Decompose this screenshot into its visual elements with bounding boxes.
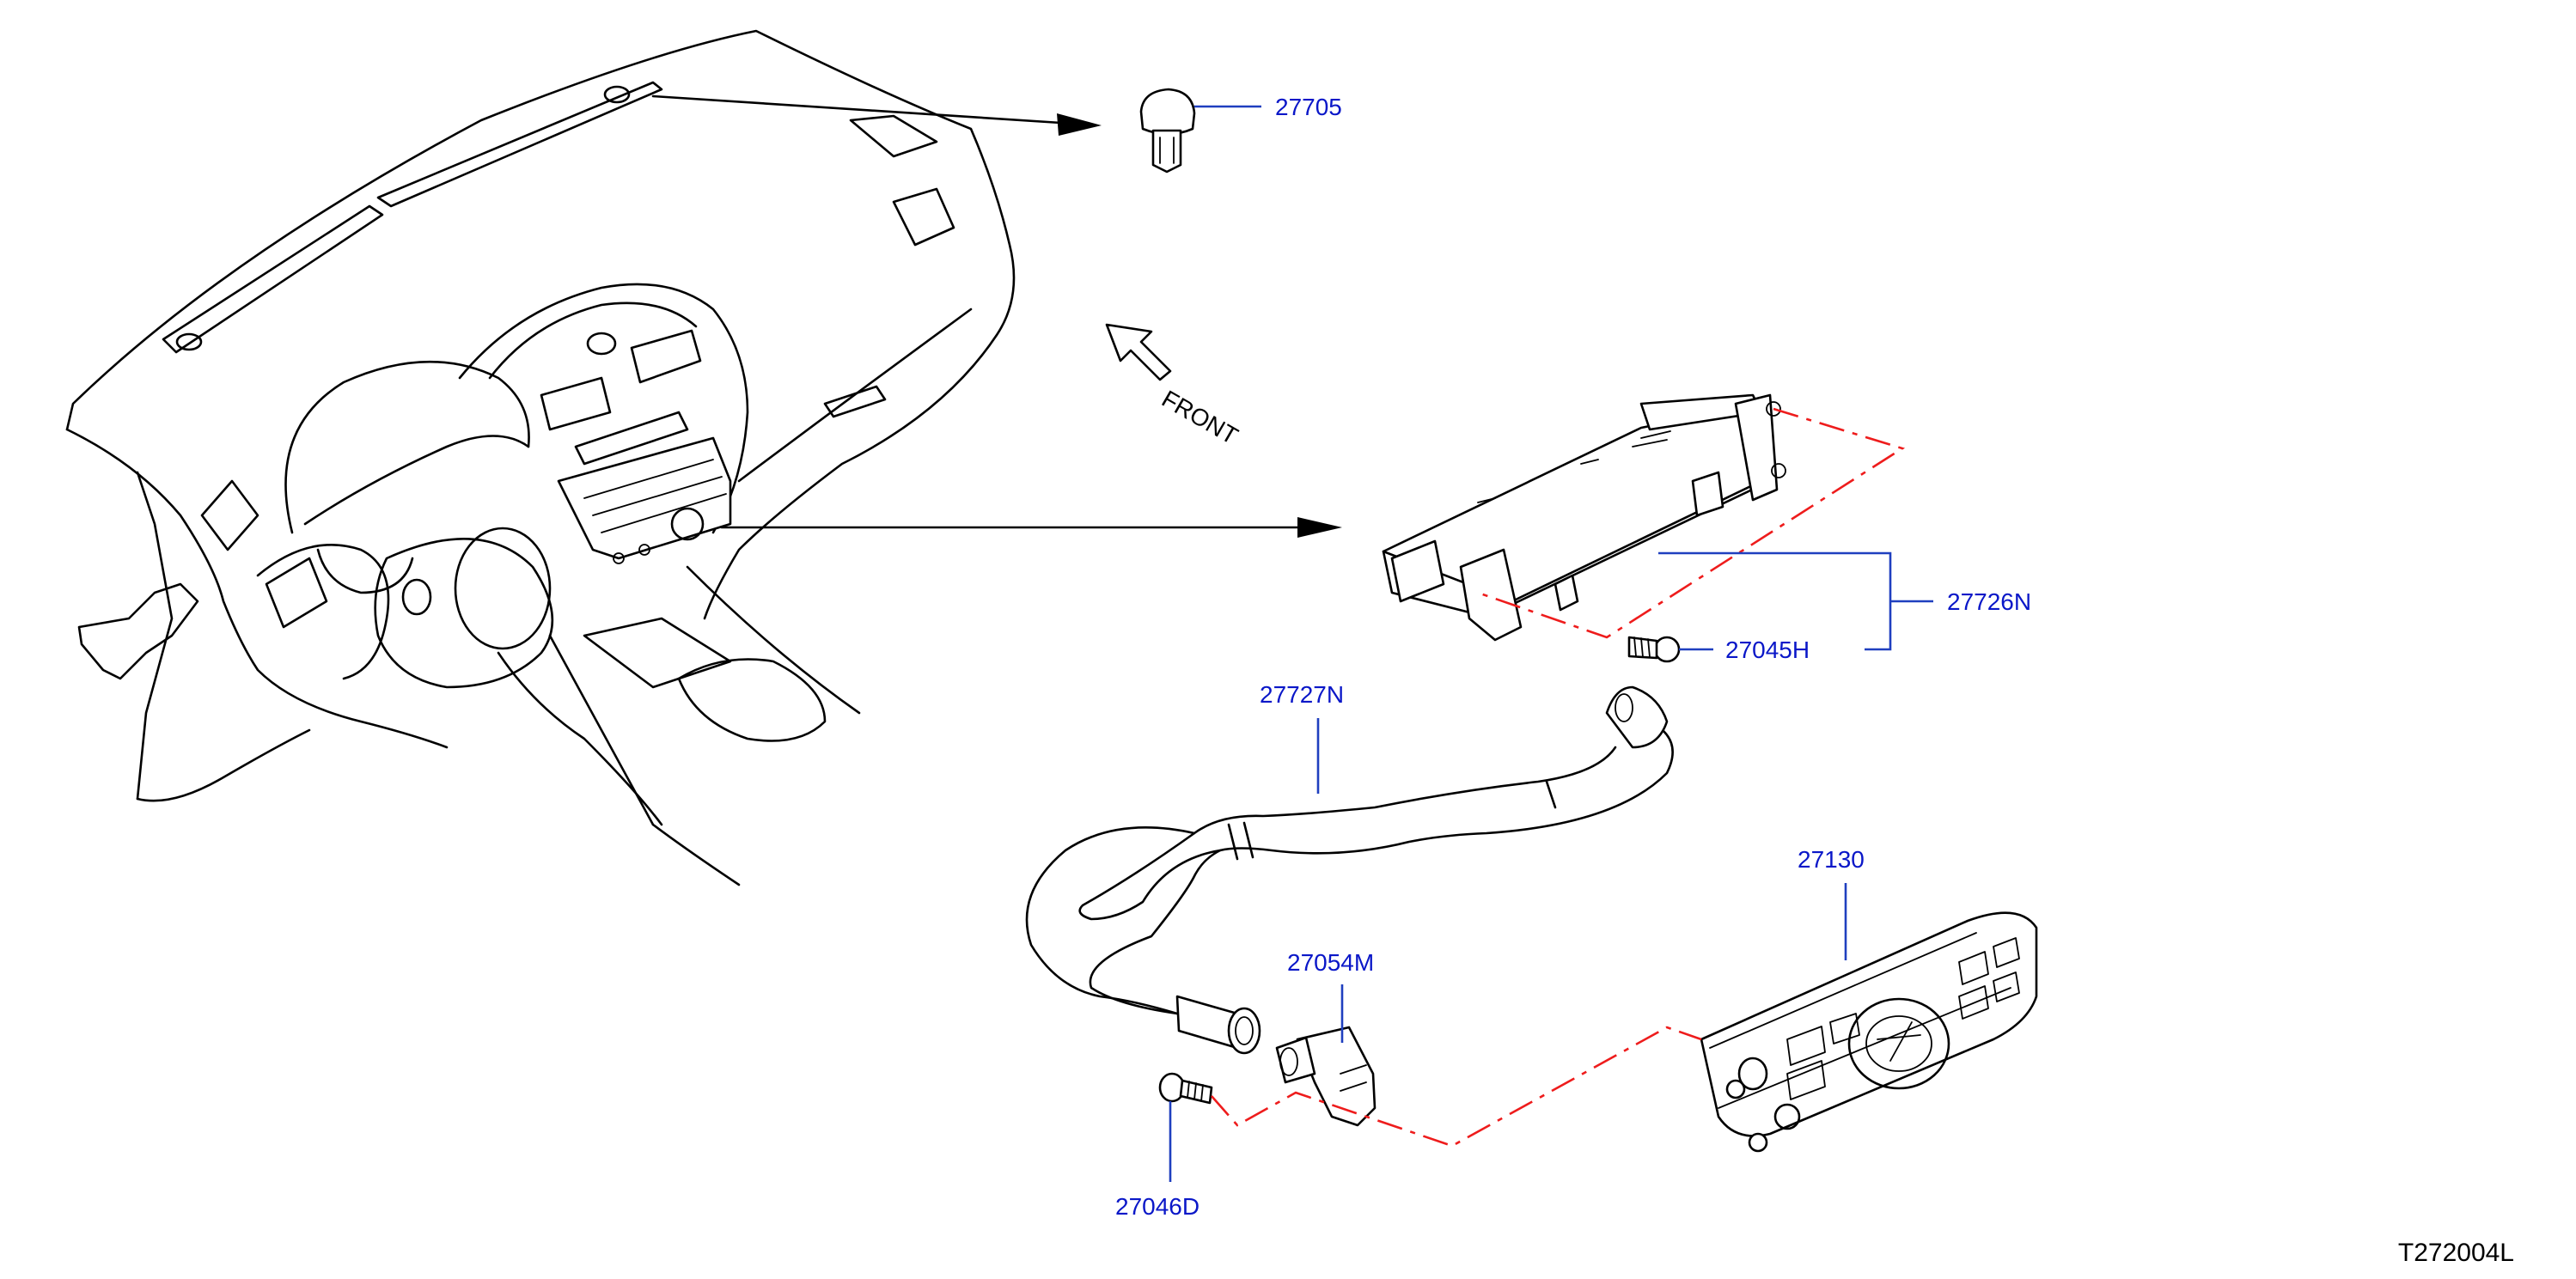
part-27705-illustration	[1139, 88, 1196, 174]
part-number-27705: 27705	[1275, 94, 1342, 120]
arrow-to-27726N	[720, 517, 1342, 538]
part-number-27727N: 27727N	[1260, 681, 1344, 708]
part-27045H-illustration	[1627, 636, 1681, 663]
dash-line-27726N	[1477, 407, 1906, 639]
part-27046D-illustration	[1158, 1072, 1213, 1105]
figure-id: T272004L	[2398, 1239, 2514, 1267]
part-27726N-illustration	[1382, 393, 1786, 642]
part-number-27054M: 27054M	[1287, 949, 1374, 976]
part-number-27046D: 27046D	[1115, 1193, 1199, 1220]
part-27727N-illustration	[1025, 685, 1674, 1055]
arrow-to-27705	[651, 94, 1102, 136]
part-number-27045H: 27045H	[1725, 636, 1810, 663]
leader-27726N	[1658, 551, 1933, 651]
part-27054M-illustration	[1275, 1026, 1377, 1127]
part-number-27130: 27130	[1798, 846, 1865, 873]
front-indicator: FRONT	[1105, 323, 1242, 449]
part-27130-illustration	[1700, 911, 2038, 1153]
dashboard-illustration	[65, 29, 1016, 886]
front-label: FRONT	[1157, 385, 1242, 449]
part-number-27726N: 27726N	[1947, 588, 2031, 615]
